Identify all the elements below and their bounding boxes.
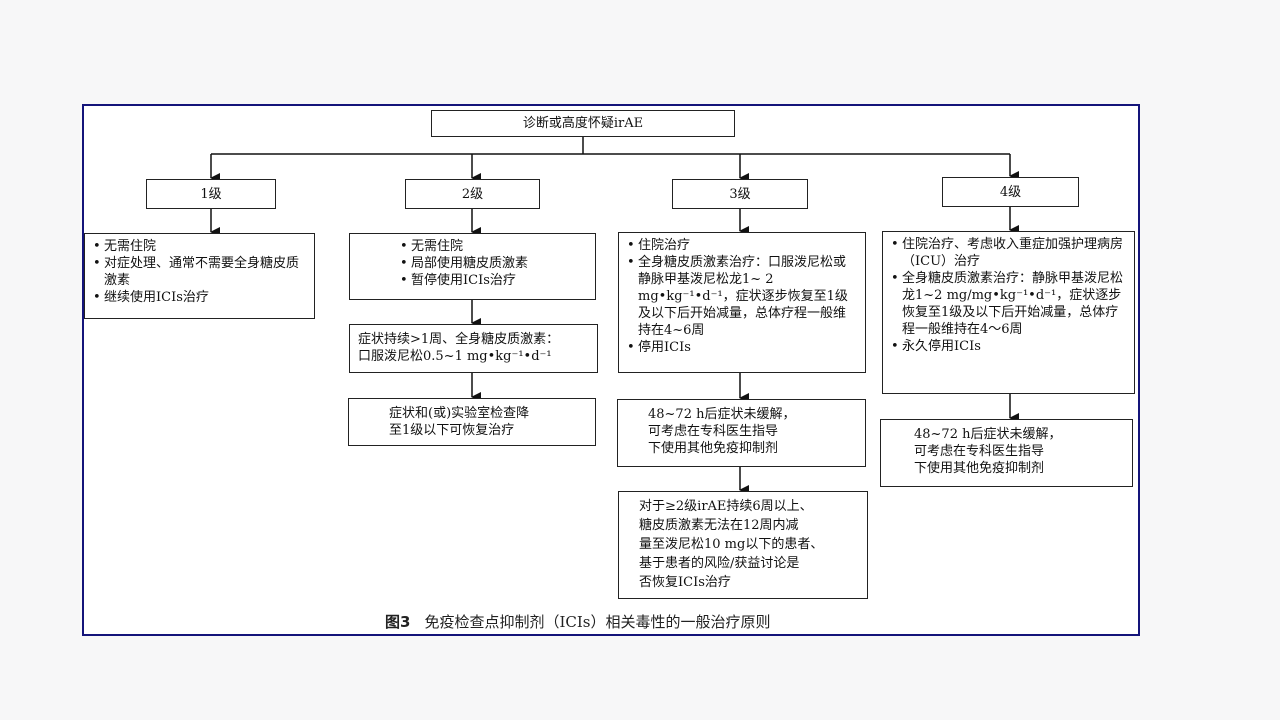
grade-2-persistent-line: 口服泼尼松0.5~1 mg•kg⁻¹•d⁻¹ [358, 349, 552, 364]
grade-3-resume-line: 否恢复ICIs治疗 [639, 575, 731, 590]
grade-4-label: 4级 [999, 184, 1022, 200]
grade-3-resume-line: 糖皮质激素无法在12周内减 [639, 518, 799, 533]
grade-4-box: 4级 [942, 177, 1079, 207]
grade-3-box: 3级 [672, 179, 808, 209]
grade-3-resume-line: 量至泼尼松10 mg以下的患者、 [639, 537, 824, 552]
grade-3-action: 住院治疗 [627, 237, 857, 254]
grade-2-resume-line: 至1级以下可恢复治疗 [389, 423, 515, 438]
grade-2-box: 2级 [405, 179, 540, 209]
grade-3-escalation-box: 48~72 h后症状未缓解， 可考虑在专科医生指导 下使用其他免疫抑制剂 [617, 399, 866, 467]
grade-2-action: 局部使用糖皮质激素 [400, 255, 587, 272]
grade-4-action: 住院治疗、考虑收入重症加强护理病房（ICU）治疗 [891, 236, 1126, 270]
grade-2-actions-box: 无需住院 局部使用糖皮质激素 暂停使用ICIs治疗 [349, 233, 596, 300]
grade-3-escalation-line: 可考虑在专科医生指导 [648, 424, 779, 439]
grade-2-persistent-box: 症状持续>1周、全身糖皮质激素： 口服泼尼松0.5~1 mg•kg⁻¹•d⁻¹ [349, 324, 598, 373]
grade-4-escalation-box: 48~72 h后症状未缓解， 可考虑在专科医生指导 下使用其他免疫抑制剂 [880, 419, 1133, 487]
grade-3-action: 全身糖皮质激素治疗：口服泼尼松或静脉甲基泼尼松龙1~ 2 mg•kg⁻¹•d⁻¹… [627, 254, 857, 339]
figure-number: 图3 [385, 613, 411, 631]
grade-3-resume-line: 对于≥2级irAE持续6周以上、 [639, 499, 813, 514]
grade-2-action: 暂停使用ICIs治疗 [400, 272, 587, 289]
grade-3-escalation-line: 下使用其他免疫抑制剂 [648, 441, 779, 456]
grade-4-escalation-line: 下使用其他免疫抑制剂 [914, 461, 1045, 476]
grade-2-persistent-line: 症状持续>1周、全身糖皮质激素： [358, 332, 560, 347]
grade-2-resume-line: 症状和(或)实验室检查降 [389, 406, 530, 421]
figure-title: 免疫检查点抑制剂（ICIs）相关毒性的一般治疗原则 [424, 613, 771, 631]
grade-4-action: 永久停用ICIs [891, 338, 1126, 355]
grade-2-action: 无需住院 [400, 238, 587, 255]
grade-2-label: 2级 [461, 186, 484, 202]
grade-3-actions-box: 住院治疗 全身糖皮质激素治疗：口服泼尼松或静脉甲基泼尼松龙1~ 2 mg•kg⁻… [618, 232, 866, 373]
grade-1-label: 1级 [200, 186, 222, 202]
grade-1-action: 无需住院 [93, 238, 306, 255]
root-label: 诊断或高度怀疑irAE [522, 116, 644, 131]
grade-1-action: 对症处理、通常不需要全身糖皮质激素 [93, 255, 306, 289]
grade-3-action: 停用ICIs [627, 339, 857, 356]
figure-caption: 图3 免疫检查点抑制剂（ICIs）相关毒性的一般治疗原则 [385, 611, 770, 632]
grade-3-resume-line: 基于患者的风险/获益讨论是 [639, 556, 800, 571]
grade-4-actions-box: 住院治疗、考虑收入重症加强护理病房（ICU）治疗 全身糖皮质激素治疗：静脉甲基泼… [882, 231, 1135, 394]
grade-3-escalation-line: 48~72 h后症状未缓解， [648, 407, 796, 422]
grade-3-label: 3级 [729, 186, 751, 202]
grade-1-box: 1级 [146, 179, 276, 209]
grade-2-resume-box: 症状和(或)实验室检查降 至1级以下可恢复治疗 [348, 398, 596, 446]
grade-4-escalation-line: 48~72 h后症状未缓解， [914, 427, 1062, 442]
grade-3-resume-box: 对于≥2级irAE持续6周以上、 糖皮质激素无法在12周内减 量至泼尼松10 m… [618, 491, 868, 599]
root-box: 诊断或高度怀疑irAE [431, 110, 735, 137]
grade-1-action: 继续使用ICIs治疗 [93, 289, 306, 306]
grade-4-action: 全身糖皮质激素治疗：静脉甲基泼尼松龙1~2 mg/mg•kg⁻¹•d⁻¹，症状逐… [891, 270, 1126, 338]
grade-1-actions-box: 无需住院 对症处理、通常不需要全身糖皮质激素 继续使用ICIs治疗 [84, 233, 315, 319]
grade-4-escalation-line: 可考虑在专科医生指导 [914, 444, 1045, 459]
